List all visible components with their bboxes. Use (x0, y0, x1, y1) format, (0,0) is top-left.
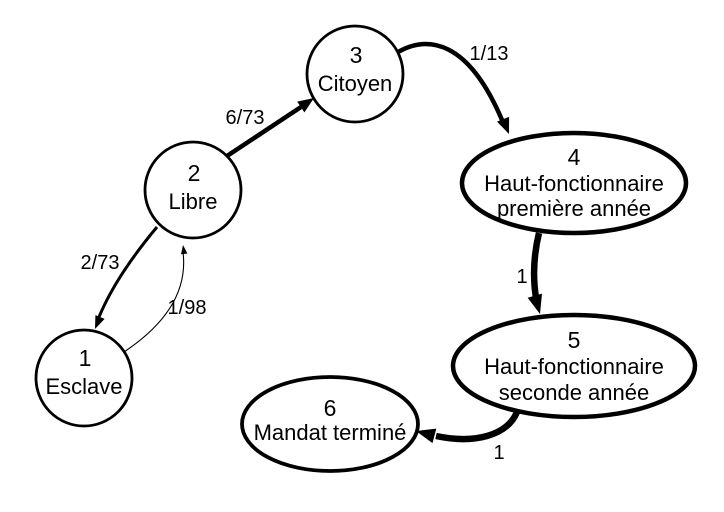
edge-5-to-6-arrowhead-icon (416, 428, 437, 444)
edge-5-to-6-label: 1 (493, 442, 504, 464)
edge-5-to-6-path (435, 410, 520, 443)
edge-4-to-5-label: 1 (516, 266, 527, 288)
edge-2-to-1-label: 2/73 (81, 252, 120, 274)
node-4-shape (459, 130, 689, 236)
node-1-shape (34, 328, 134, 428)
edge-4-to-5-arrowhead-icon (527, 293, 542, 314)
node-2-shape (143, 140, 243, 240)
edge-2-to-3-arrowhead-icon (297, 98, 314, 113)
node-5-label-line2: seconde année (499, 380, 649, 405)
node-3-shape (305, 24, 405, 124)
edge-2-to-3-path (225, 105, 303, 158)
node-3-number: 3 (350, 42, 363, 68)
edge-2-to-3-label: 6/73 (226, 107, 265, 129)
node-6-label: Mandat terminé (254, 420, 407, 445)
edge-1-to-2-label: 1/98 (168, 297, 207, 319)
node-6-number: 6 (324, 395, 337, 421)
edge-1-to-2-arrowhead-icon (181, 245, 188, 255)
node-4-label-line2: première année (497, 196, 651, 221)
node-3-label: Citoyen (318, 71, 393, 96)
edge-2-to-1-arrowhead-icon (95, 315, 105, 329)
node-4-label-line1: Haut-fonctionnaire (484, 171, 664, 196)
node-2-label: Libre (169, 189, 218, 214)
node-5-label-line1: Haut-fonctionnaire (484, 354, 664, 379)
node-1-number: 1 (79, 345, 92, 371)
edge-2-to-1-path (97, 226, 159, 318)
node-4-number: 4 (568, 144, 581, 170)
node-6-shape (240, 375, 420, 473)
node-1-label: Esclave (45, 374, 122, 399)
edge-1-to-2-path (123, 251, 185, 353)
edge-3-to-4-arrowhead-icon (497, 116, 510, 134)
edge-4-to-5-path (530, 232, 543, 299)
node-2-number: 2 (188, 160, 201, 186)
edge-3-to-4-path (396, 41, 505, 121)
edge-3-to-4-label: 1/13 (470, 43, 509, 65)
node-5-shape (450, 312, 698, 420)
node-5-number: 5 (568, 327, 581, 353)
